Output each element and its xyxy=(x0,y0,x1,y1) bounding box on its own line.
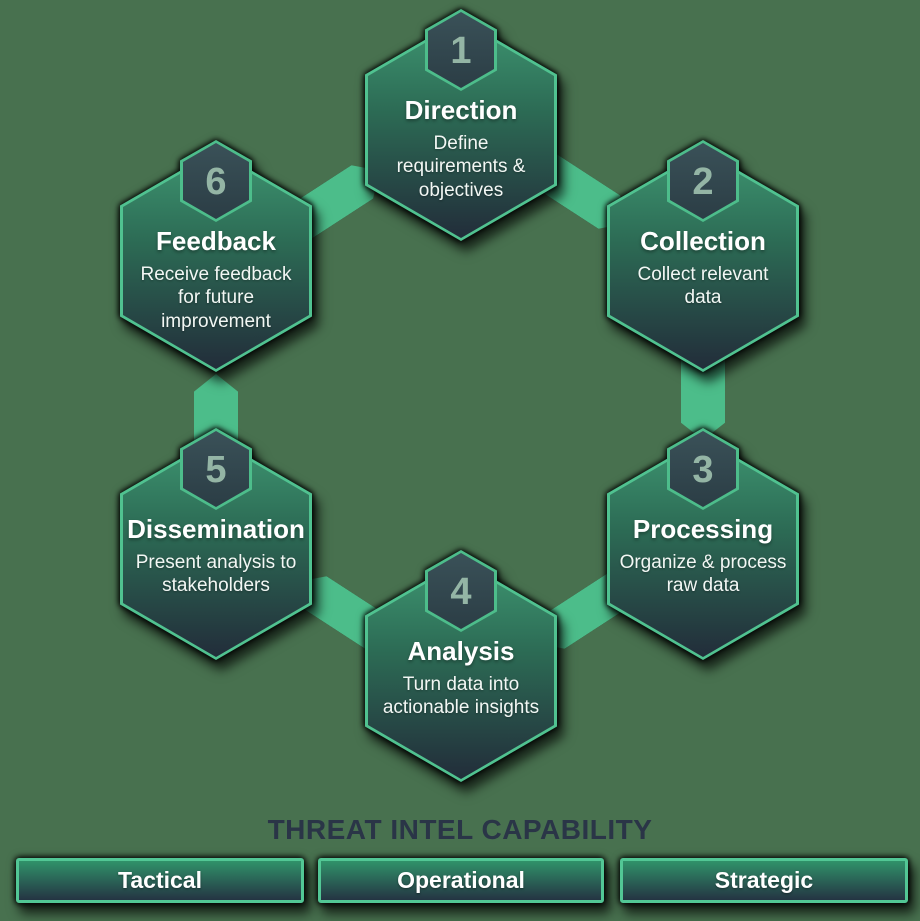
step-number: 4 xyxy=(450,570,472,613)
hexagon-step-dissemination: Dissemination Present analysis to stakeh… xyxy=(120,428,312,670)
hexagon-step-feedback: Feedback Receive feedback for future imp… xyxy=(120,140,312,382)
step-subtitle: Define requirements & objectives xyxy=(396,133,526,201)
step-title: Feedback xyxy=(156,226,276,256)
step-number: 2 xyxy=(692,160,714,203)
capability-title: THREAT INTEL CAPABILITY xyxy=(267,814,653,845)
step-title: Collection xyxy=(640,226,766,256)
capability-bar-operational: Operational xyxy=(318,858,604,903)
step-number-badge: 4 xyxy=(425,550,497,632)
step-title: Direction xyxy=(404,95,518,125)
step-subtitle: Turn data into actionable insights xyxy=(382,674,540,719)
capability-bar-tactical: Tactical xyxy=(16,858,304,903)
step-number: 6 xyxy=(205,160,227,203)
hexagon-step-direction: Direction Define requirements & objectiv… xyxy=(365,9,557,251)
step-subtitle: Collect relevant data xyxy=(637,264,769,309)
step-number: 5 xyxy=(205,448,227,491)
step-title: Processing xyxy=(632,514,774,544)
step-subtitle: Organize & process raw data xyxy=(619,552,787,597)
step-title: Analysis xyxy=(407,636,515,666)
hexagon-step-analysis: Analysis Turn data into actionable insig… xyxy=(365,550,557,792)
capability-bar-strategic: Strategic xyxy=(620,858,908,903)
step-subtitle: Receive feedback for future improvement xyxy=(140,264,292,332)
hexagon-step-processing: Processing Organize & process raw data 3 xyxy=(607,428,799,670)
step-number: 3 xyxy=(692,448,714,491)
step-subtitle: Present analysis to stakeholders xyxy=(135,552,297,597)
step-number-badge: 6 xyxy=(180,140,252,222)
hexagon-step-collection: Collection Collect relevant data 2 xyxy=(607,140,799,382)
step-title: Dissemination xyxy=(127,514,305,544)
step-number: 1 xyxy=(450,29,472,72)
step-number-badge: 2 xyxy=(667,140,739,222)
